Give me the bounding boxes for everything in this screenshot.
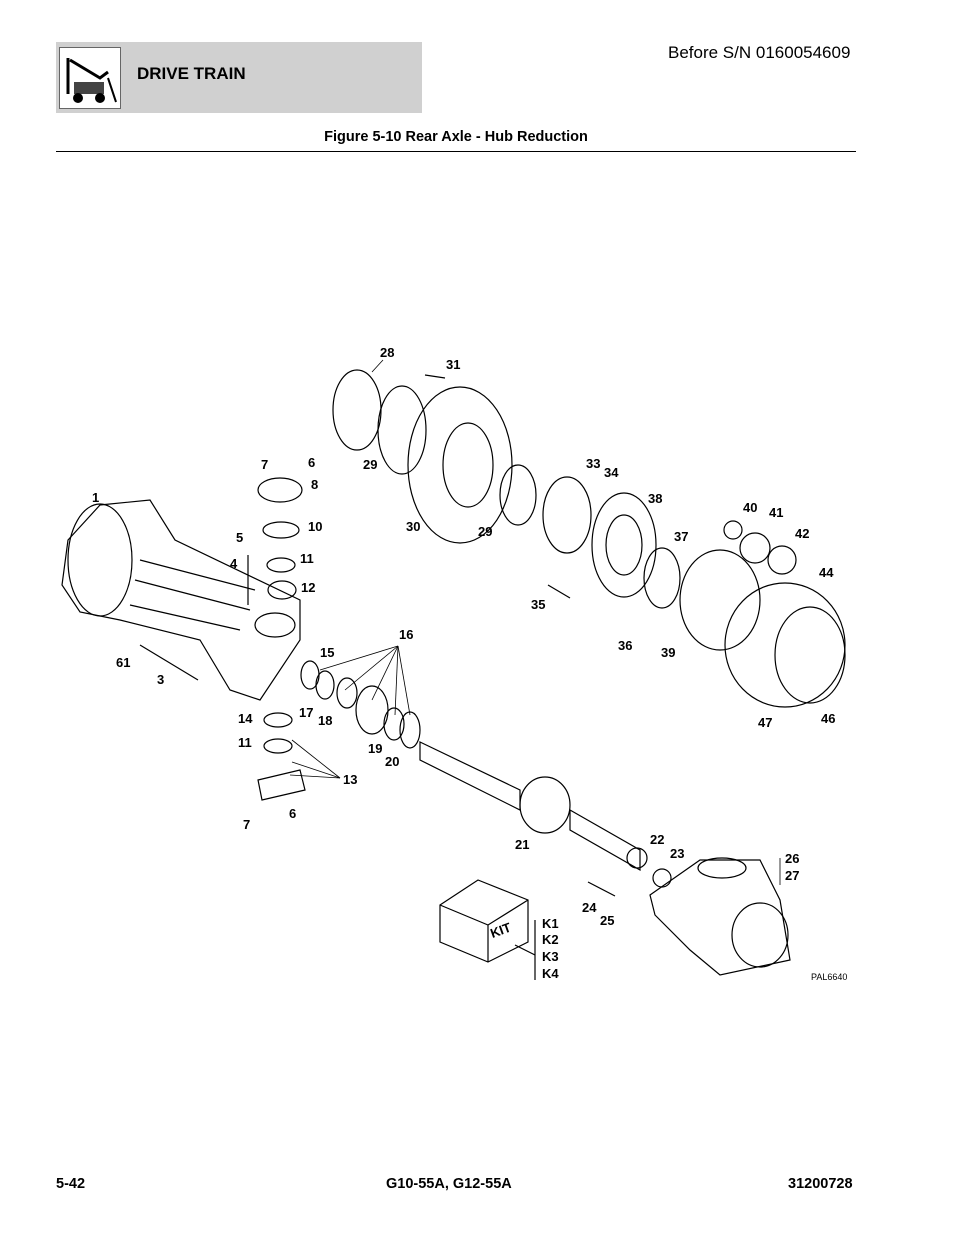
callout-61: 61 bbox=[116, 655, 130, 670]
callout-42: 42 bbox=[795, 526, 809, 541]
callout-23: 23 bbox=[670, 846, 684, 861]
callout-27: 27 bbox=[785, 868, 799, 883]
callout-13: 13 bbox=[343, 772, 357, 787]
callout-44: 44 bbox=[819, 565, 834, 580]
callout-19: 19 bbox=[368, 741, 382, 756]
callout-k1: K1 bbox=[542, 916, 559, 931]
callout-1: 1 bbox=[92, 490, 99, 505]
callout-22: 22 bbox=[650, 832, 664, 847]
section-title: DRIVE TRAIN bbox=[137, 64, 246, 83]
callout-8: 8 bbox=[311, 477, 318, 492]
callout-36: 36 bbox=[618, 638, 632, 653]
callout-4: 4 bbox=[230, 556, 238, 571]
callout-k2: K2 bbox=[542, 932, 559, 947]
callout-29-mid: 29 bbox=[478, 524, 492, 539]
callout-k3: K3 bbox=[542, 949, 559, 964]
callout-34: 34 bbox=[604, 465, 619, 480]
callout-5: 5 bbox=[236, 530, 243, 545]
callout-15: 15 bbox=[320, 645, 334, 660]
doc-number: 31200728 bbox=[788, 1176, 853, 1192]
callout-11-top: 11 bbox=[300, 551, 314, 566]
forklift-icon bbox=[59, 47, 121, 109]
callout-6-bottom: 6 bbox=[289, 806, 296, 821]
callout-14: 14 bbox=[238, 711, 253, 726]
callout-21: 21 bbox=[515, 837, 529, 852]
callout-17: 17 bbox=[299, 705, 313, 720]
serial-note: Before S/N 0160054609 bbox=[668, 43, 851, 62]
housing-flange bbox=[67, 503, 133, 617]
callout-46: 46 bbox=[821, 711, 835, 726]
callout-24: 24 bbox=[582, 900, 597, 915]
models: G10-55A, G12-55A bbox=[386, 1176, 512, 1192]
callout-41: 41 bbox=[769, 505, 783, 520]
callout-k4: K4 bbox=[542, 966, 559, 981]
callout-16: 16 bbox=[399, 627, 413, 642]
callout-7-top: 7 bbox=[261, 457, 268, 472]
page-number: 5-42 bbox=[56, 1176, 86, 1192]
callout-7-bottom: 7 bbox=[243, 817, 250, 832]
callout-38: 38 bbox=[648, 491, 662, 506]
callout-40: 40 bbox=[743, 500, 757, 515]
callout-28: 28 bbox=[380, 345, 394, 360]
callout-25: 25 bbox=[600, 913, 614, 928]
callout-29-top: 29 bbox=[363, 457, 377, 472]
drawing-id: PAL6640 bbox=[811, 972, 847, 982]
callout-11-bottom: 11 bbox=[238, 735, 252, 750]
callout-10: 10 bbox=[308, 519, 322, 534]
figure-title: Figure 5-10 Rear Axle - Hub Reduction bbox=[324, 129, 588, 145]
callout-12: 12 bbox=[301, 580, 315, 595]
kit-label: KIT bbox=[488, 920, 513, 941]
callout-30: 30 bbox=[406, 519, 420, 534]
kit-box bbox=[439, 879, 529, 963]
callout-47: 47 bbox=[758, 715, 772, 730]
axle-housing bbox=[61, 499, 301, 701]
callout-35: 35 bbox=[531, 597, 545, 612]
callout-37: 37 bbox=[674, 529, 688, 544]
callout-18: 18 bbox=[318, 713, 332, 728]
callout-33: 33 bbox=[586, 456, 600, 471]
callout-labels: 28 31 7 6 8 1 10 5 11 4 12 29 33 34 38 4… bbox=[92, 345, 847, 982]
callout-39: 39 bbox=[661, 645, 675, 660]
callout-6-top: 6 bbox=[308, 455, 315, 470]
callout-20: 20 bbox=[385, 754, 399, 769]
callout-31: 31 bbox=[446, 357, 460, 372]
callout-26: 26 bbox=[785, 851, 799, 866]
callout-3: 3 bbox=[157, 672, 164, 687]
header-rule bbox=[56, 151, 856, 152]
